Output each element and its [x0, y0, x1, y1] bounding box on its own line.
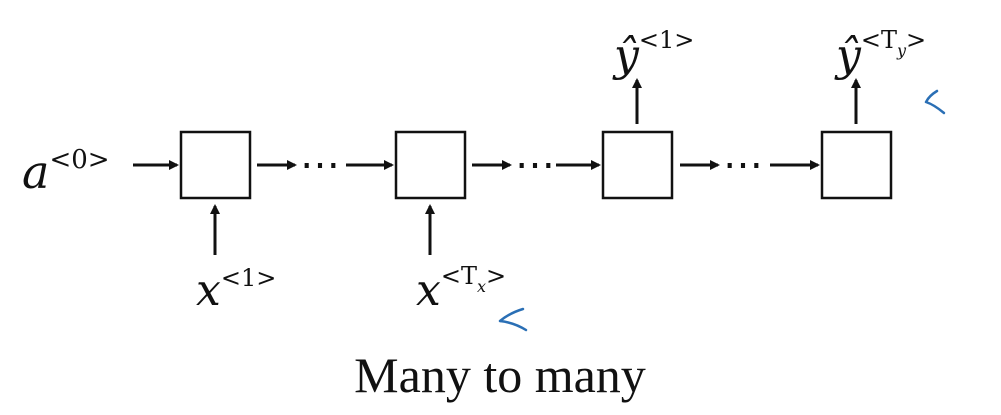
rnn-cell-2 — [394, 130, 467, 200]
annotation-mark-input — [498, 307, 528, 332]
input-label-2: x<Tx> — [416, 262, 506, 316]
input-label-1: x<1> — [196, 264, 276, 316]
rnn-cell-1 — [179, 130, 252, 200]
diagram-caption: Many to many — [354, 347, 646, 403]
output-label-2: ŷ<Ty> — [834, 26, 926, 81]
ellipsis-3: ⋯ — [723, 142, 763, 188]
ellipsis-2: ⋯ — [515, 142, 555, 188]
annotation-mark-output — [924, 89, 946, 115]
ellipsis-1: ⋯ — [300, 142, 340, 188]
initial-activation-label: a<0> — [22, 145, 110, 199]
rnn-cell-3 — [601, 130, 674, 200]
rnn-cell-4 — [820, 130, 893, 200]
output-label-1: ŷ<1> — [612, 26, 694, 81]
